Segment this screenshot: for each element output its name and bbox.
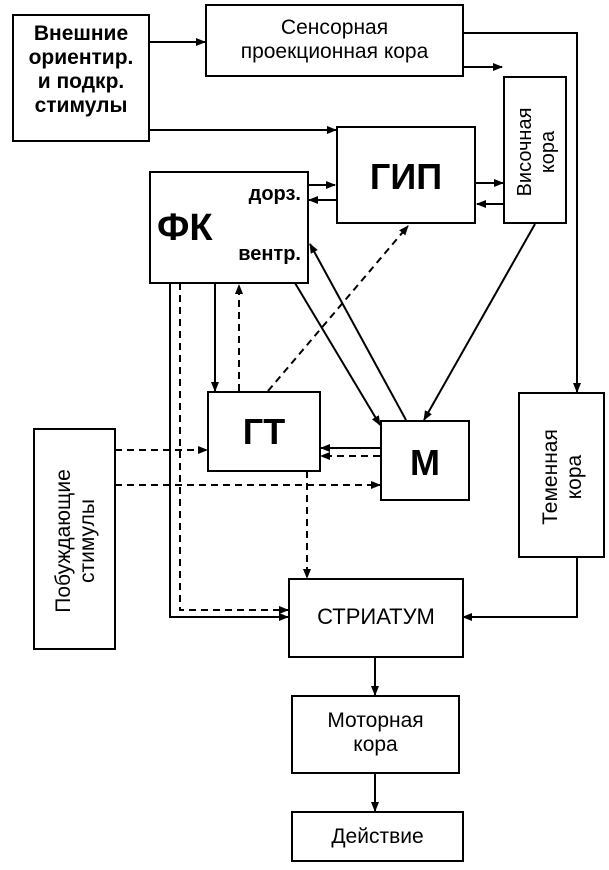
parietal-line-2: кора — [563, 454, 586, 500]
arrow-m-to-fk — [309, 243, 407, 421]
fk-box: ФК дорз. вентр. — [149, 171, 309, 284]
sensory-line-1: Сенсорная — [280, 16, 389, 39]
gip-box: ГИП — [336, 126, 476, 224]
sensory-line-2: проекционная кора — [240, 40, 429, 64]
dashed-arrow-fk-to-striatum — [179, 283, 289, 614]
striatum-label: СТРИАТУМ — [317, 604, 435, 629]
temporal-cortex-label: Височная кора — [514, 108, 560, 197]
motivating-stimuli-label: Побуждающие стимулы — [52, 469, 100, 613]
temporal-line-2: кора — [537, 130, 559, 174]
external-stimuli-label: Внешние ориентир. и подкр. стимулы — [14, 22, 148, 119]
m-box: М — [380, 420, 470, 501]
action-label: Действие — [331, 825, 424, 848]
arrow-fk-to-m — [294, 282, 381, 426]
sensory-cortex-label: Сенсорная проекционная кора — [207, 16, 462, 64]
motor-line-1: Моторная — [327, 709, 424, 732]
fk-label: ФК — [157, 207, 213, 249]
parietal-cortex-label: Теменная кора — [539, 429, 587, 525]
motor-line-2: кора — [353, 733, 398, 757]
motivating-stimuli-box: Побуждающие стимулы — [33, 428, 116, 650]
dashed-arrow-gt-to-gip — [267, 225, 409, 392]
external-line-3: и подкр. — [37, 70, 125, 94]
parietal-cortex-box: Теменная кора — [518, 392, 605, 558]
temporal-cortex-box: Височная кора — [503, 76, 567, 224]
external-line-1: Внешние — [33, 22, 129, 45]
arrow-temporal-to-m — [423, 223, 536, 421]
gt-box: ГТ — [207, 391, 321, 472]
motivating-line-1: Побуждающие — [51, 469, 75, 613]
motivating-line-2: стимулы — [76, 499, 99, 583]
sensory-cortex-box: Сенсорная проекционная кора — [205, 4, 464, 77]
parietal-line-1: Теменная — [538, 429, 562, 525]
arrow-parietal-to-striatum — [462, 557, 578, 621]
arrow-fk-to-striatum-solid — [169, 283, 289, 621]
striatum-box: СТРИАТУМ — [288, 578, 464, 658]
external-line-2: ориентир. — [28, 46, 134, 70]
external-stimuli-box: Внешние ориентир. и подкр. стимулы — [12, 14, 150, 142]
motor-cortex-label: Моторная кора — [293, 709, 458, 757]
motor-cortex-box: Моторная кора — [291, 695, 460, 774]
action-box: Действие — [291, 811, 464, 862]
external-line-4: стимулы — [34, 94, 128, 118]
fk-ventral-label: вентр. — [238, 243, 301, 265]
gt-label: ГТ — [242, 411, 286, 452]
arrow-sensory-to-parietal — [463, 32, 581, 393]
m-label: М — [410, 442, 440, 483]
fk-dorsal-label: дорз. — [248, 183, 301, 205]
gip-label: ГИП — [369, 156, 443, 197]
temporal-line-1: Височная — [514, 107, 536, 197]
